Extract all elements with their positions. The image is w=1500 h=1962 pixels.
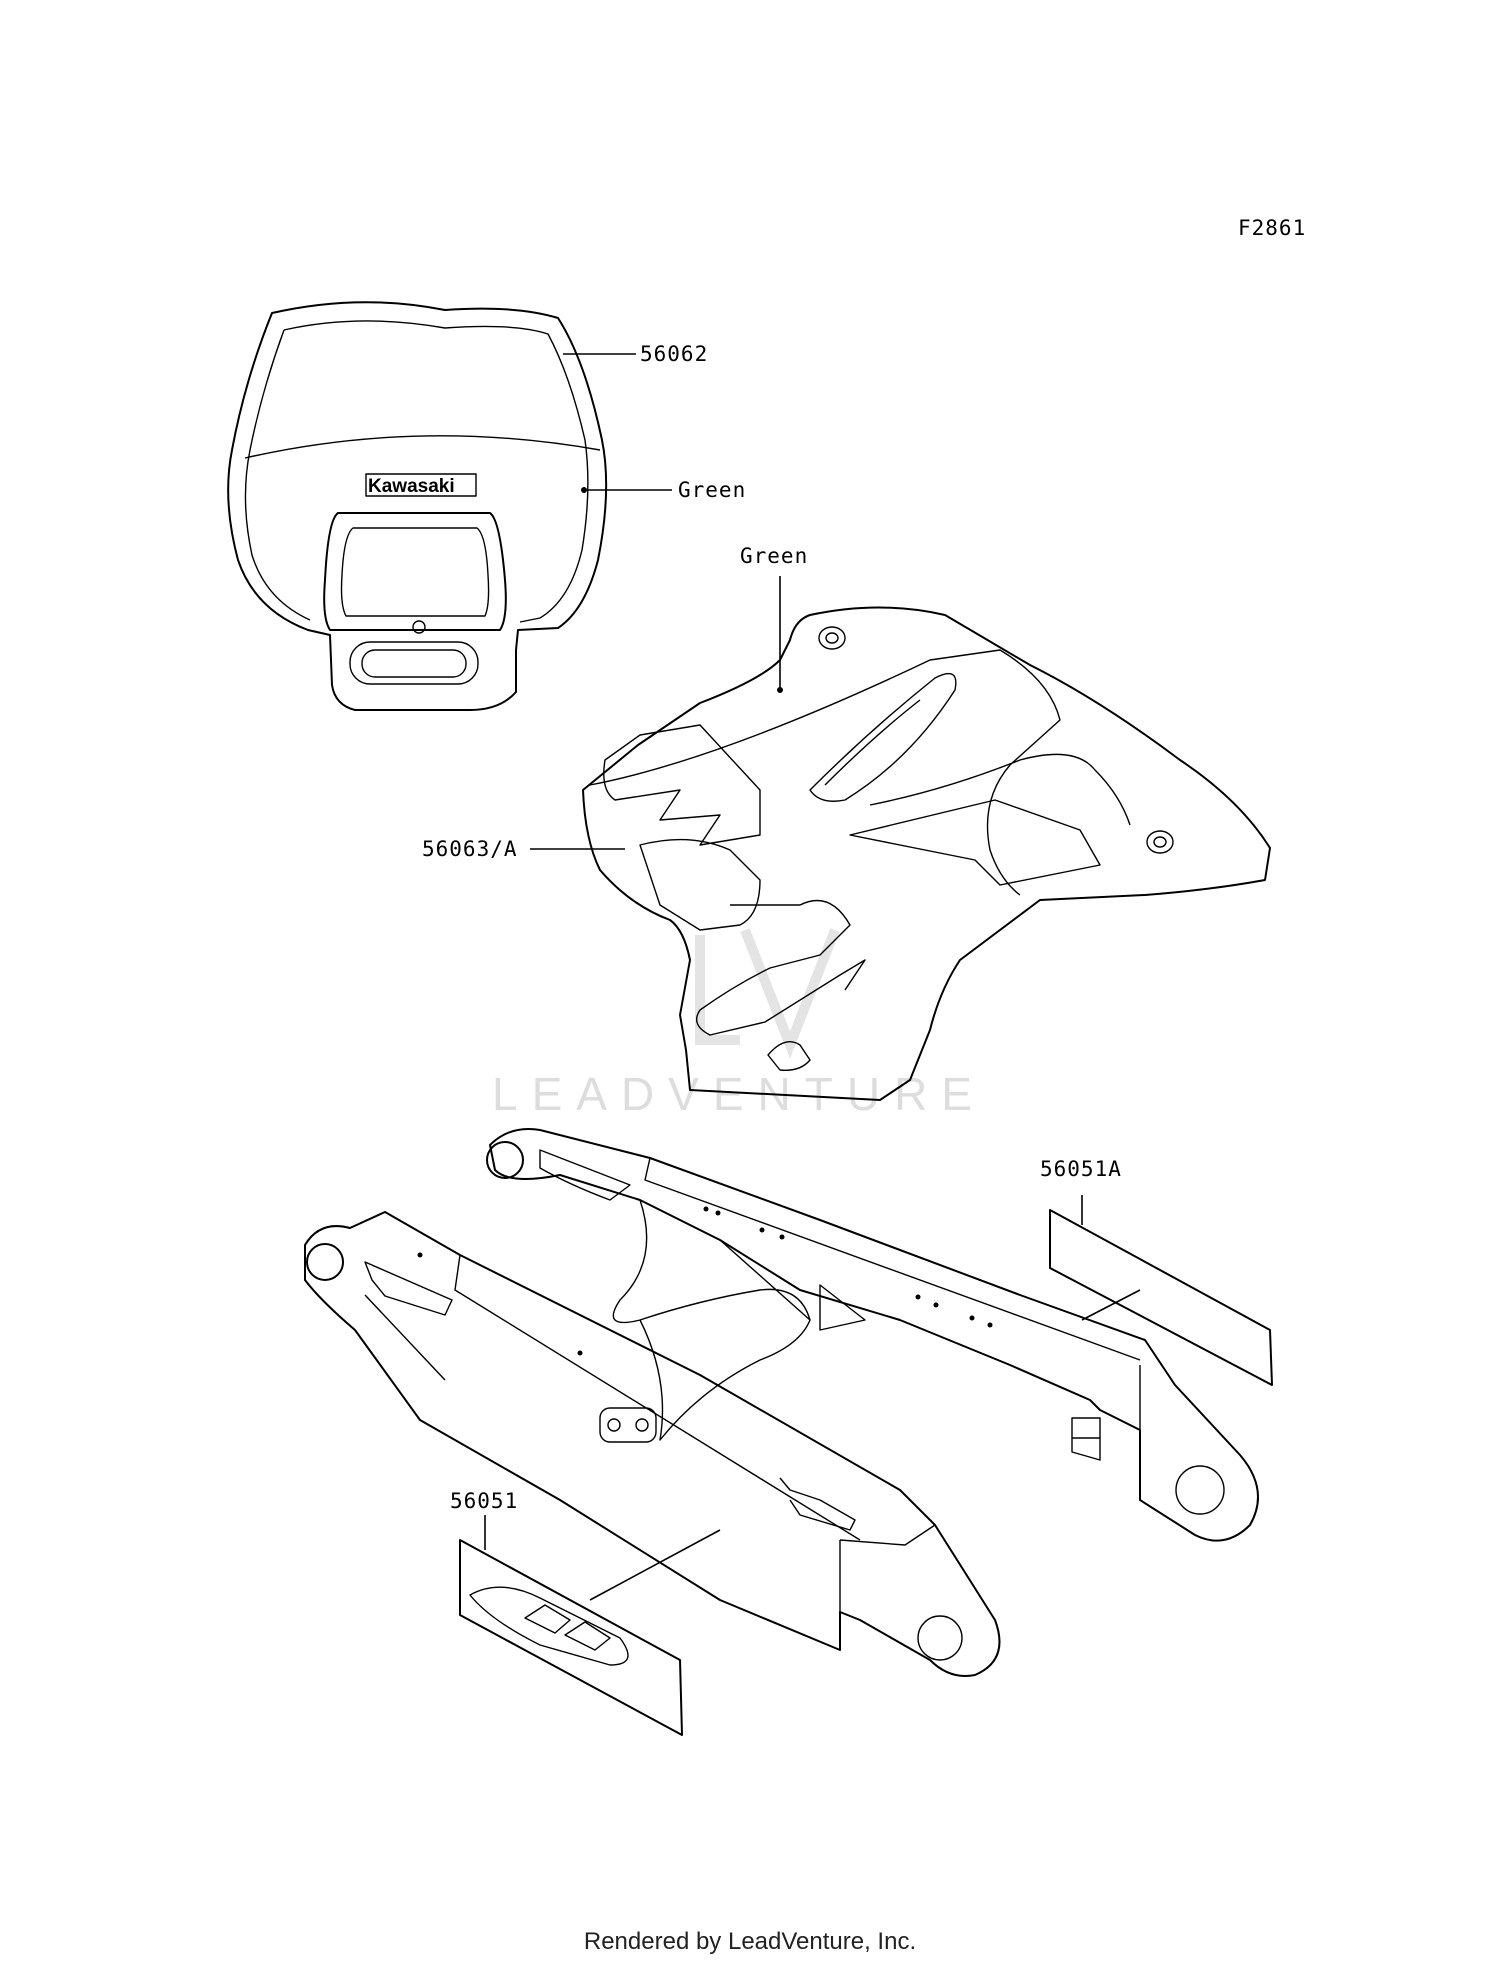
radiator-shroud (582, 606, 1271, 1101)
callout-56063: 56063/A (422, 837, 518, 861)
leader-56051-pointer (589, 1529, 721, 1601)
leader-56051a-pointer (1081, 1289, 1141, 1321)
watermark-text: LEADVENTURE (492, 1068, 986, 1120)
swing-arm (304, 1128, 1259, 1677)
decal-56051 (459, 1539, 683, 1736)
figure-code: F2861 (1238, 216, 1306, 240)
leadventure-watermark: LEADVENTURE (492, 928, 986, 1120)
footer-credit: Rendered by LeadVenture, Inc. (583, 1928, 917, 1955)
callout-green-shroud: Green (740, 544, 808, 568)
callout-56062: 56062 (640, 342, 708, 366)
callout-green-headlight: Green (678, 478, 746, 502)
decal-56051a (1049, 1209, 1273, 1386)
callout-56051a: 56051A (1040, 1157, 1122, 1181)
kawasaki-logo: Kawasaki (368, 476, 455, 497)
headlight-cover: Kawasaki (227, 301, 608, 711)
color-point (777, 687, 783, 693)
callout-56051: 56051 (450, 1489, 518, 1513)
